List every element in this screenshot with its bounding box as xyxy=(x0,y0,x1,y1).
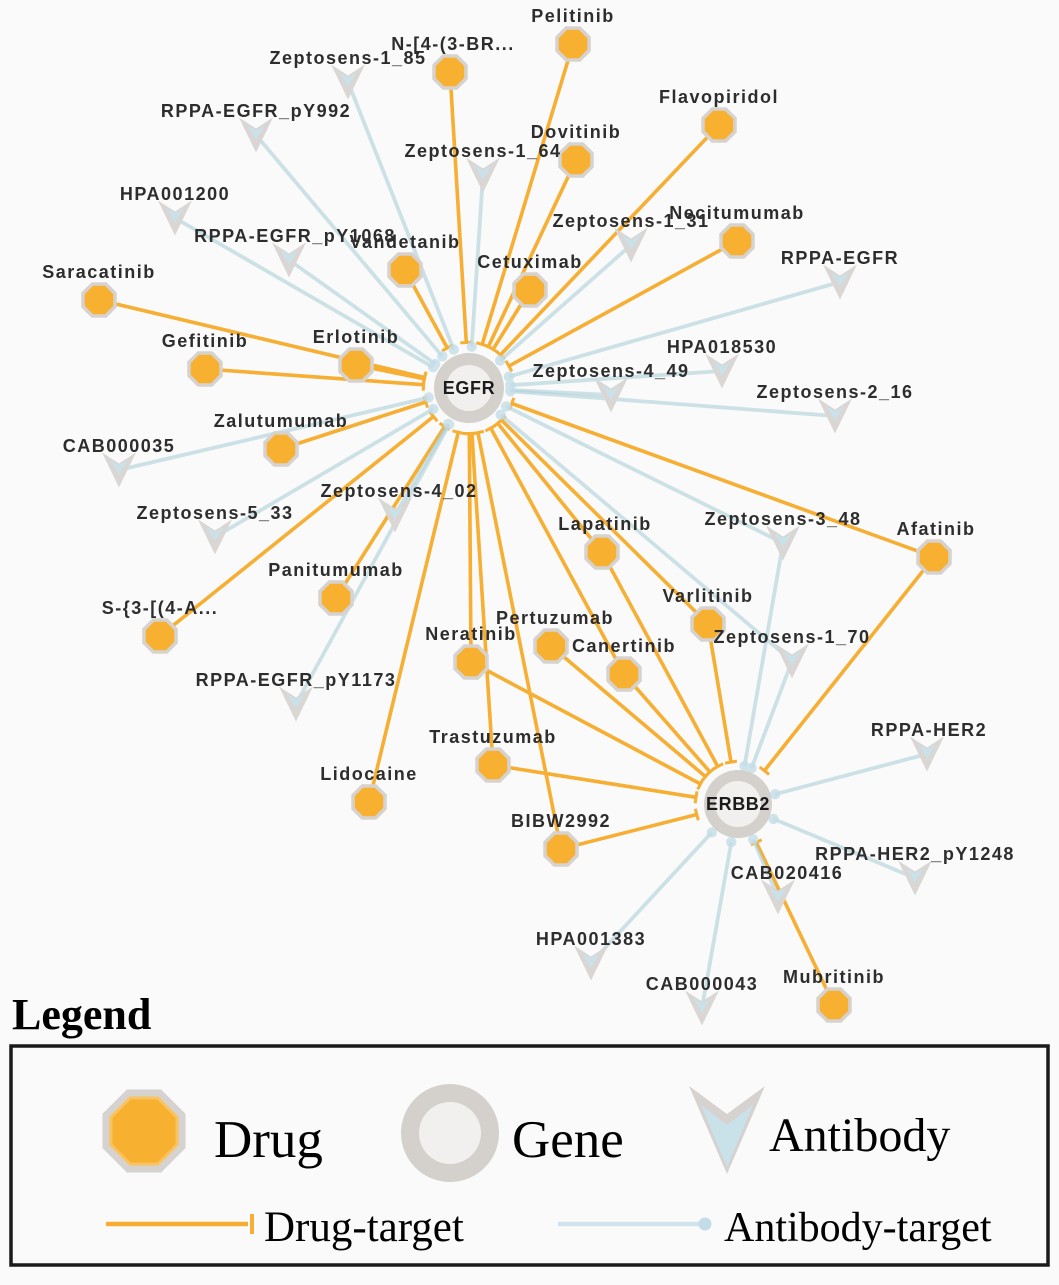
svg-text:Pelitinib: Pelitinib xyxy=(531,6,615,26)
svg-text:Gene: Gene xyxy=(512,1111,624,1169)
svg-text:Zeptosens-4_49: Zeptosens-4_49 xyxy=(532,361,689,381)
svg-text:Varlitinib: Varlitinib xyxy=(662,586,753,606)
svg-text:RPPA-EGFR_pY992: RPPA-EGFR_pY992 xyxy=(161,101,351,121)
svg-text:Canertinib: Canertinib xyxy=(572,636,676,656)
svg-text:ERBB2: ERBB2 xyxy=(706,794,770,814)
svg-text:Necitumumab: Necitumumab xyxy=(669,203,805,223)
svg-text:Zeptosens-1_85: Zeptosens-1_85 xyxy=(269,48,426,68)
svg-text:Gefitinib: Gefitinib xyxy=(162,331,249,351)
svg-text:Saracatinib: Saracatinib xyxy=(42,262,156,282)
svg-text:Drug-target: Drug-target xyxy=(264,1204,464,1251)
svg-text:Zeptosens-2_16: Zeptosens-2_16 xyxy=(756,382,913,402)
svg-text:RPPA-EGFR: RPPA-EGFR xyxy=(781,248,899,268)
svg-text:Zeptosens-1_31: Zeptosens-1_31 xyxy=(552,211,709,231)
svg-text:Mubritinib: Mubritinib xyxy=(783,967,885,987)
svg-text:Dovitinib: Dovitinib xyxy=(531,122,622,142)
svg-text:Zeptosens-3_48: Zeptosens-3_48 xyxy=(704,509,861,529)
svg-text:HPA001383: HPA001383 xyxy=(536,929,646,949)
svg-text:RPPA-EGFR_pY1173: RPPA-EGFR_pY1173 xyxy=(196,670,397,690)
svg-text:Erlotinib: Erlotinib xyxy=(313,327,400,347)
svg-text:Legend: Legend xyxy=(12,990,151,1039)
svg-text:RPPA-HER2: RPPA-HER2 xyxy=(871,720,987,740)
svg-text:EGFR: EGFR xyxy=(443,378,495,398)
svg-text:CAB020416: CAB020416 xyxy=(731,863,844,883)
svg-text:N-[4-(3-BR...: N-[4-(3-BR... xyxy=(391,34,515,54)
svg-text:Zeptosens-1_64: Zeptosens-1_64 xyxy=(404,141,561,161)
svg-text:RPPA-EGFR_pY1068: RPPA-EGFR_pY1068 xyxy=(194,226,396,246)
svg-text:Cetuximab: Cetuximab xyxy=(477,252,583,272)
svg-text:Pertuzumab: Pertuzumab xyxy=(496,608,614,628)
svg-text:Afatinib: Afatinib xyxy=(897,519,976,539)
svg-text:Drug: Drug xyxy=(214,1111,323,1169)
svg-text:Zeptosens-4_02: Zeptosens-4_02 xyxy=(320,481,477,501)
svg-text:Trastuzumab: Trastuzumab xyxy=(429,727,557,747)
svg-text:Flavopiridol: Flavopiridol xyxy=(659,87,779,107)
svg-text:Antibody: Antibody xyxy=(769,1109,950,1162)
svg-text:Antibody-target: Antibody-target xyxy=(724,1205,992,1251)
svg-text:CAB000035: CAB000035 xyxy=(63,436,176,456)
svg-text:Lidocaine: Lidocaine xyxy=(320,764,418,784)
svg-text:Lapatinib: Lapatinib xyxy=(558,514,652,534)
svg-text:Vandetanib: Vandetanib xyxy=(349,232,460,252)
svg-text:BIBW2992: BIBW2992 xyxy=(511,811,611,831)
svg-text:Panitumumab: Panitumumab xyxy=(268,560,404,580)
svg-text:CAB000043: CAB000043 xyxy=(646,974,759,994)
svg-text:Zeptosens-1_70: Zeptosens-1_70 xyxy=(713,627,870,647)
svg-text:Neratinib: Neratinib xyxy=(425,624,517,644)
svg-text:Zalutumumab: Zalutumumab xyxy=(214,411,349,431)
svg-text:Zeptosens-5_33: Zeptosens-5_33 xyxy=(136,503,293,523)
svg-text:RPPA-HER2_pY1248: RPPA-HER2_pY1248 xyxy=(815,844,1015,864)
svg-text:HPA001200: HPA001200 xyxy=(120,184,230,204)
svg-text:HPA018530: HPA018530 xyxy=(667,337,777,357)
svg-text:S-{3-[(4-A...: S-{3-[(4-A... xyxy=(102,598,219,618)
